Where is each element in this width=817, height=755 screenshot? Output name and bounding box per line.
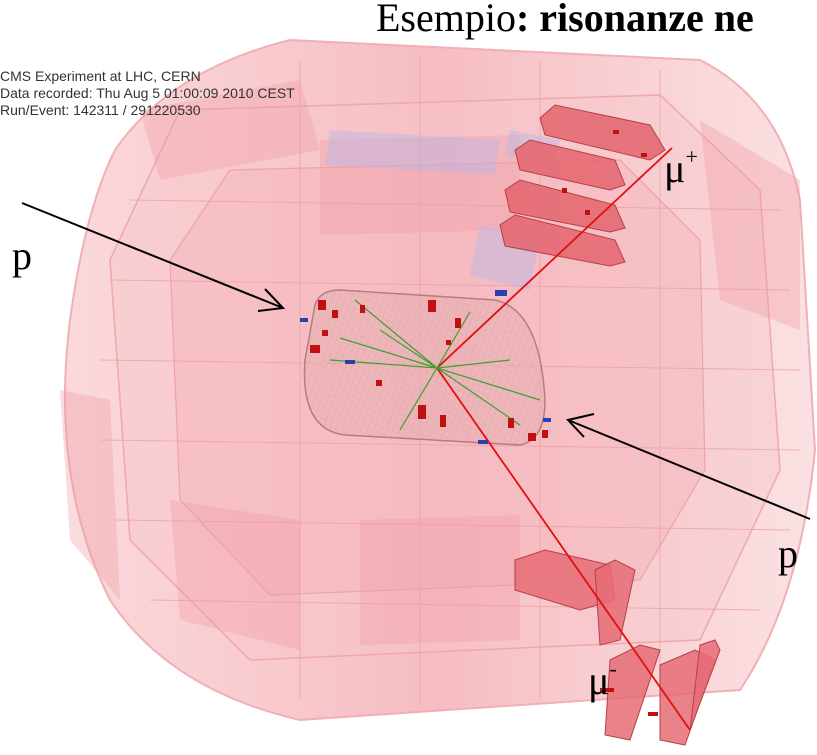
calorimeter-hits	[300, 130, 658, 716]
proton-left-label: p	[12, 233, 32, 278]
muon-tracks	[436, 147, 691, 731]
page-title: Esempio: risonanze ne	[376, 0, 754, 40]
run-event: Run/Event: 142311 / 291220530	[0, 102, 201, 118]
event-info: CMS Experiment at LHC, CERN Data recorde…	[0, 68, 295, 119]
record-date: Data recorded: Thu Aug 5 01:00:09 2010 C…	[0, 85, 295, 101]
charged-tracks	[329, 299, 541, 431]
experiment-label: CMS Experiment at LHC, CERN	[0, 68, 201, 84]
proton-arrows	[21, 202, 811, 520]
muon-plus-label: μ+	[664, 144, 698, 191]
muon-minus-label: μ-	[588, 656, 617, 703]
proton-right-label: p	[778, 531, 798, 576]
